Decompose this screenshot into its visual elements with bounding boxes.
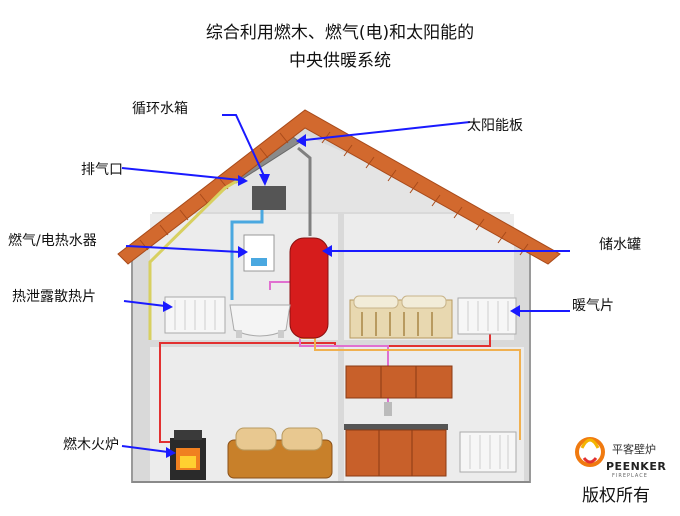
attic [152,135,510,226]
hot-pipe-main [159,332,491,443]
vent-pipe-yellow [148,176,243,340]
radiator-upper-left [164,296,226,334]
cistern-tank [252,186,286,210]
pink-pipe-upper [269,281,292,290]
title-line-1: 综合利用燃木、燃气(电)和太阳能的 [205,23,475,43]
bathtub-foot [236,330,242,338]
heater-display [251,258,267,266]
storage-tank [289,237,329,339]
kitchen-upper-cabinets [345,365,453,399]
roof [117,109,561,265]
label-solar-panel: 太阳能板 [467,118,523,134]
wood-stove [170,430,206,480]
sofa [227,427,333,479]
title-line-2: 中央供暖系统 [289,51,391,71]
label-vent: 排气口 [81,162,123,178]
bathtub [229,304,291,337]
label-tank: 储水罐 [599,237,641,253]
label-radiator-left: 热泄露散热片 [12,289,96,305]
radiator-upper-right [457,297,517,335]
label-cistern: 循环水箱 [132,101,188,117]
brand-logo-icon [575,437,605,467]
kitchen-faucet [384,402,392,416]
brand-tagline: FIREPLACE [612,473,648,479]
cold-water-pipe [230,210,264,300]
radiator-lower-right [459,431,517,473]
solar-feed-pipe [297,146,312,236]
bathtub-foot [278,330,284,338]
label-gas-heater: 燃气/电热水器 [8,233,97,249]
brand-name-en: PEENKER [606,460,667,473]
roof-tiles [139,131,529,256]
kitchen-lower-cabinets [344,424,448,477]
label-arrows [121,114,570,453]
arrow-heads [163,134,520,458]
label-stove: 燃木火炉 [63,437,119,453]
label-radiator-right: 暖气片 [572,298,614,314]
brand-name-cn: 平客壁炉 [612,443,656,456]
copyright-text: 版权所有 [582,486,650,506]
bed [349,295,453,339]
